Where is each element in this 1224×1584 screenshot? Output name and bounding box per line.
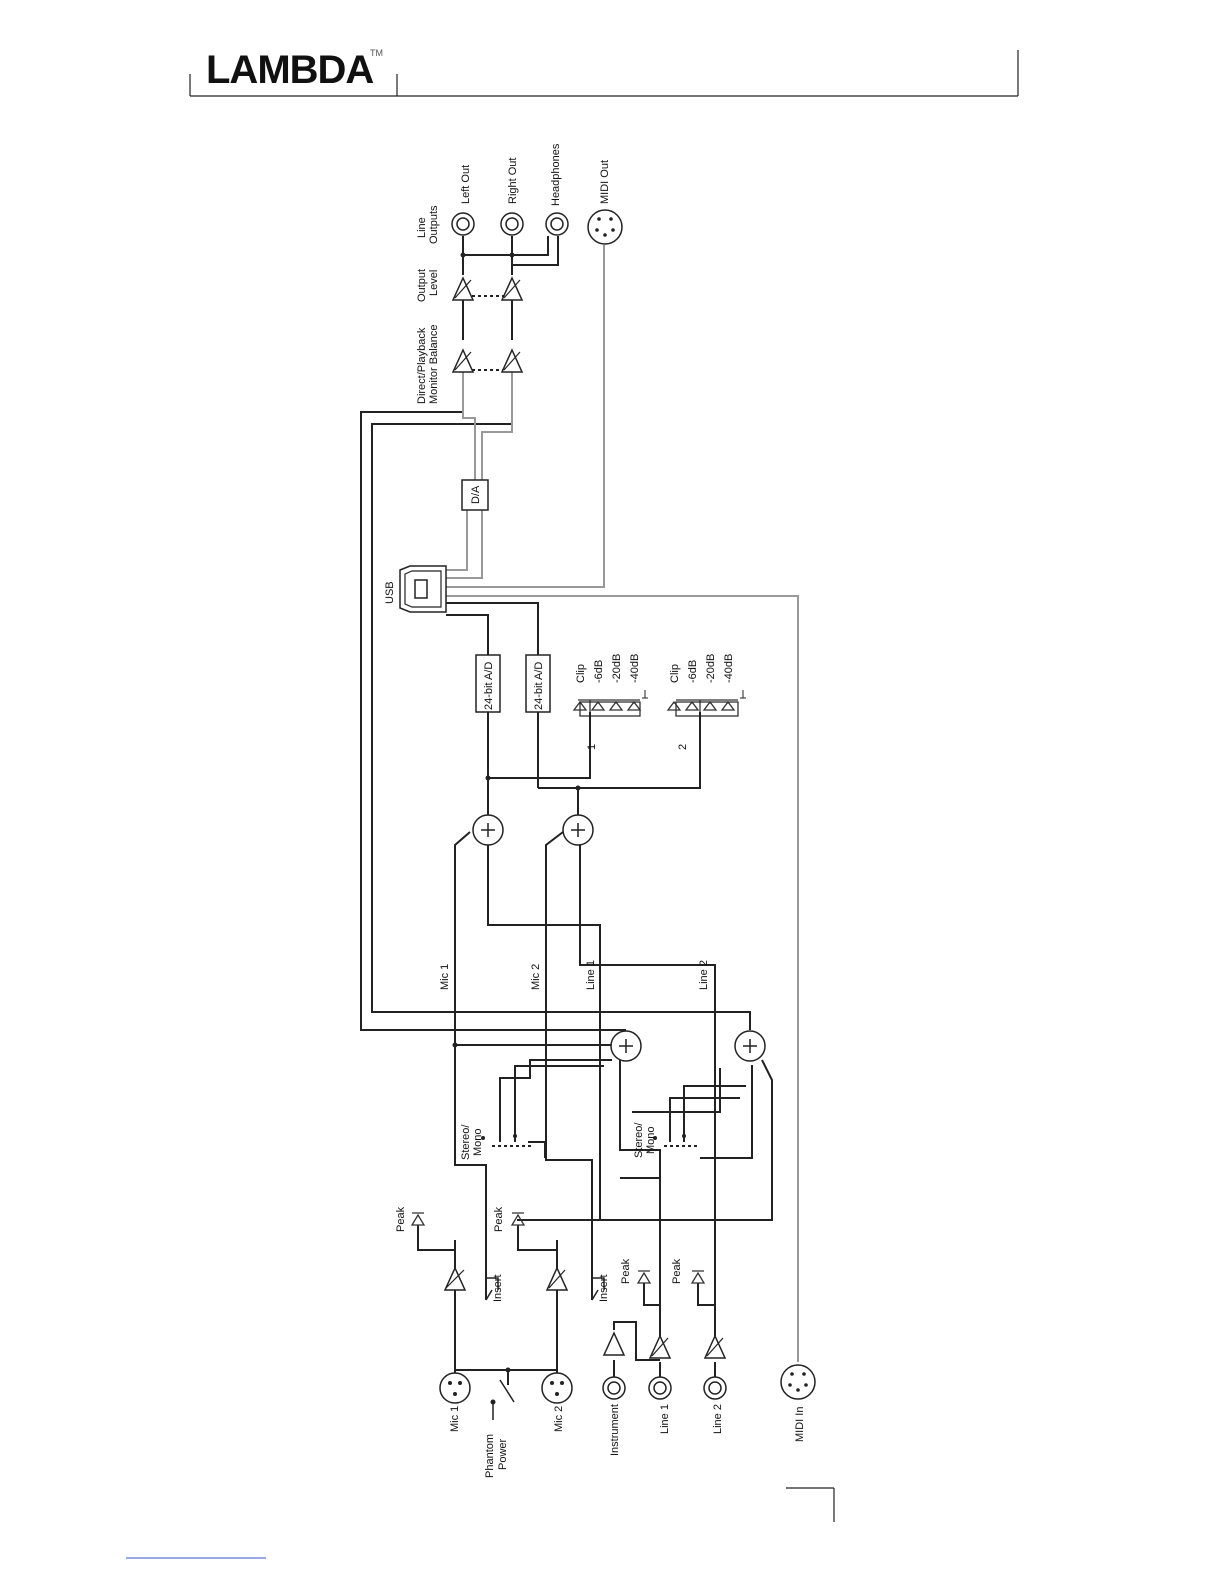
label-line1-input: Line 1 [659, 1404, 671, 1434]
da-converter [461, 479, 489, 511]
label-ch2-clip: Clip [669, 664, 681, 683]
label-ch1-clip: Clip [575, 664, 587, 683]
label-ch1-40db: -40dB [629, 654, 641, 683]
label-mic1-input: Mic 1 [449, 1406, 461, 1432]
lambda-logo: LAMBDA [206, 48, 374, 92]
label-insert-mic2: Insert [598, 1274, 610, 1302]
label-meter-ch2: 2 [677, 744, 689, 750]
label-meter-ch1: 1 [586, 744, 598, 750]
right-out-jack [500, 212, 524, 236]
label-peak-mic1: Peak [395, 1206, 407, 1232]
line2-jack [703, 1376, 727, 1400]
digital-wires [446, 245, 799, 1362]
label-midi-in: MIDI In [794, 1407, 806, 1442]
label-line-out-b: Outputs [428, 205, 440, 244]
label-mic1-bus: Mic 1 [439, 964, 451, 990]
usb-port [399, 565, 447, 613]
label-line2-bus: Line 2 [698, 960, 710, 990]
signal-wires [360, 236, 773, 1388]
left-out-jack [451, 212, 475, 236]
label-ch1-6db: -6dB [593, 660, 605, 683]
midi-out-din-jack [587, 209, 623, 245]
header-rule [189, 50, 1019, 97]
footer-marks [126, 1487, 835, 1559]
line1-jack [648, 1376, 672, 1400]
headphones-jack [545, 212, 569, 236]
label-peak-mic2: Peak [493, 1206, 505, 1232]
peak-leds [410, 1212, 706, 1284]
label-mic2-input: Mic 2 [553, 1406, 565, 1432]
label-ch2-20db: -20dB [705, 654, 717, 683]
label-usb: USB [384, 581, 396, 604]
label-mono-left: Mono [472, 1128, 484, 1156]
label-left-out: Left Out [460, 165, 472, 204]
meter-grounds [642, 690, 746, 699]
label-mono-right: Mono [645, 1126, 657, 1154]
label-peak-line1: Peak [620, 1258, 632, 1284]
label-line-out-a: Line [416, 217, 428, 238]
insert-jacks [485, 1277, 605, 1301]
label-peak-line2: Peak [671, 1258, 683, 1284]
label-line1-bus: Line 1 [585, 960, 597, 990]
label-direct-playback: Direct/Playback [416, 327, 428, 404]
label-right-out: Right Out [507, 158, 519, 204]
label-stereo-left: Stereo/ [460, 1124, 472, 1160]
label-midi-out: MIDI Out [599, 160, 611, 204]
label-da: D/A [470, 485, 482, 504]
labels: Mic 1 Phantom Power Mic 2 Instrument Lin… [384, 143, 806, 1478]
meter-ch1-leds [572, 700, 642, 717]
ad-converter-2 [525, 654, 551, 713]
label-stereo-right: Stereo/ [633, 1122, 645, 1158]
label-ch2-40db: -40dB [723, 654, 735, 683]
mic2-xlr-jack [541, 1372, 573, 1404]
label-phantom: Phantom [484, 1434, 496, 1478]
trademark-mark: TM [370, 48, 383, 58]
label-instrument: Instrument [609, 1404, 621, 1456]
label-output: Output [416, 269, 428, 302]
ad-converter-1 [475, 654, 501, 713]
phantom-switch [492, 1379, 515, 1420]
label-ad-2: 24-bit A/D [533, 662, 545, 710]
label-level: Level [428, 270, 440, 296]
label-monitor-balance: Monitor Balance [428, 325, 440, 405]
label-ch2-6db: -6dB [687, 660, 699, 683]
label-power: Power [497, 1438, 509, 1470]
label-ad-1: 24-bit A/D [483, 662, 495, 710]
gain-arrows [445, 279, 724, 1357]
label-mic2-bus: Mic 2 [530, 964, 542, 990]
label-ch1-20db: -20dB [611, 654, 623, 683]
summing-junctions [472, 814, 766, 1062]
label-insert-mic1: Insert [492, 1274, 504, 1302]
instrument-jack [602, 1376, 626, 1400]
midi-in-din-jack [780, 1364, 816, 1400]
label-headphones: Headphones [550, 143, 562, 206]
junction-dots [452, 252, 686, 1405]
mic1-xlr-jack [439, 1372, 471, 1404]
meter-ch2-leds [666, 700, 739, 717]
label-line2-input: Line 2 [712, 1404, 724, 1434]
